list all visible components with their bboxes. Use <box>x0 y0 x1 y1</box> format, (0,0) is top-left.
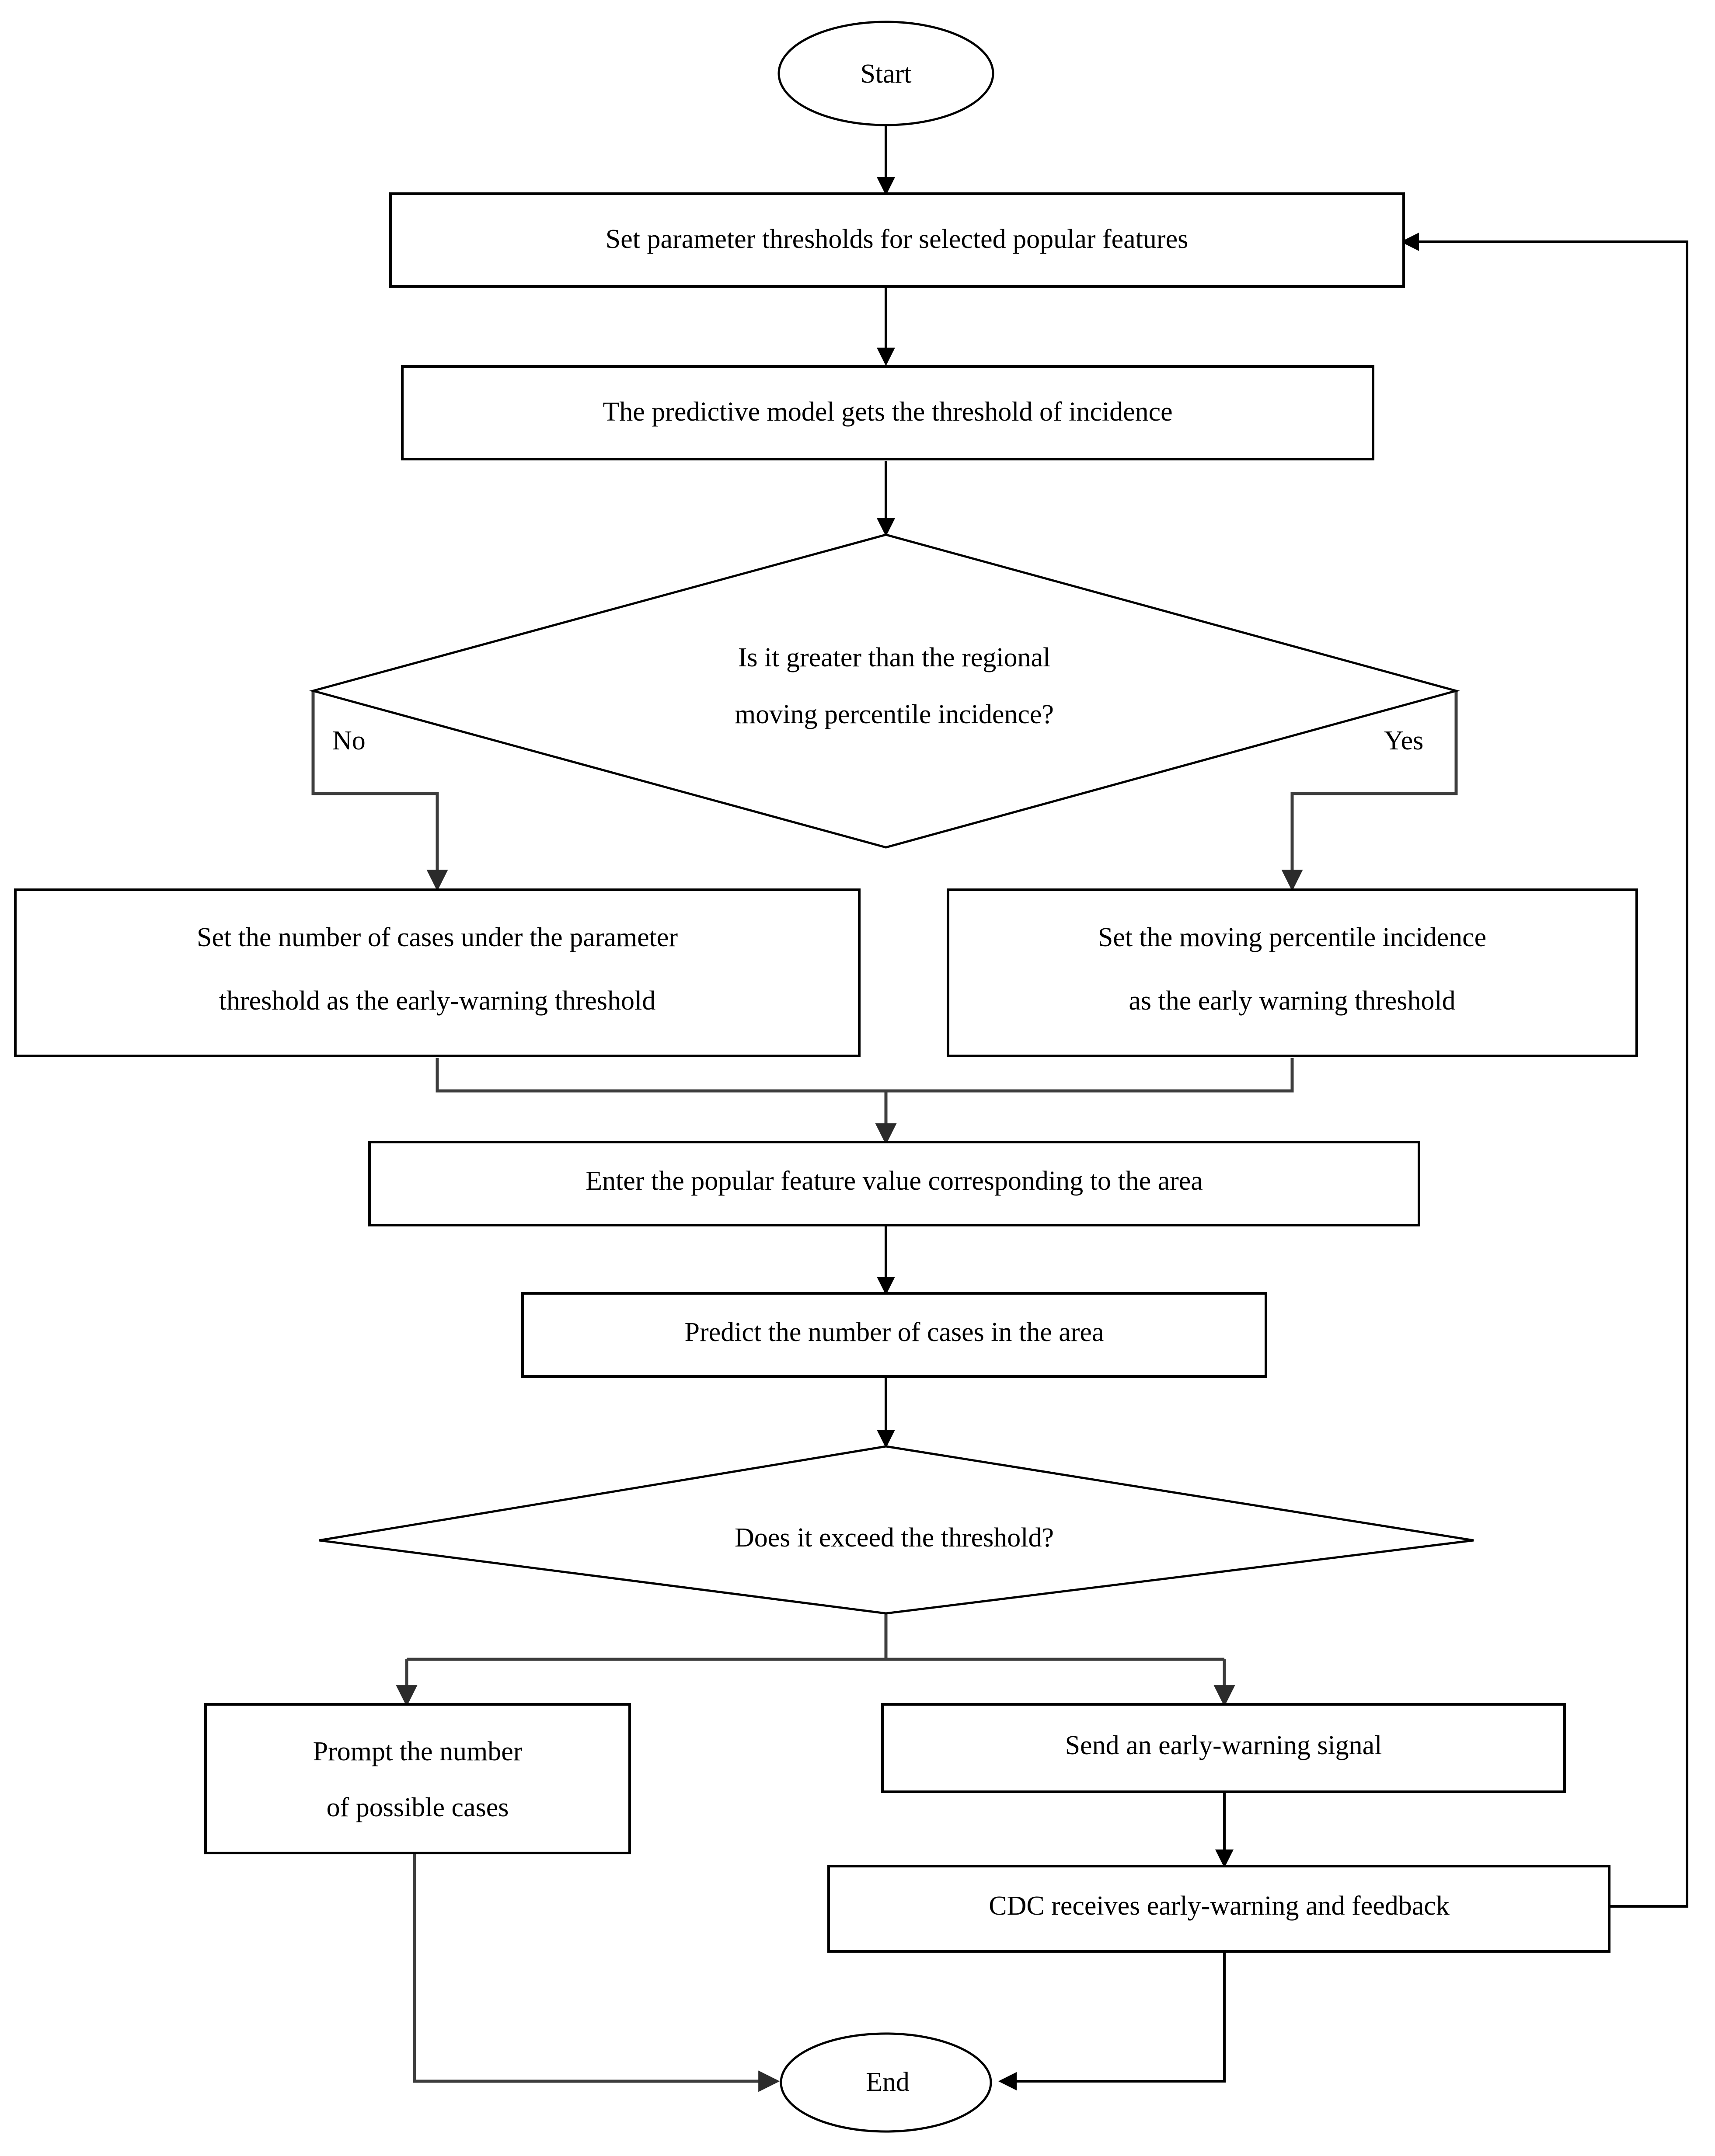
node-prompt-possible-cases[interactable]: Prompt the number of possible cases <box>204 1703 631 1854</box>
node-prompt-possible-cases-line1: Prompt the number <box>313 1737 523 1766</box>
edge-set-moving-percentile-to-merge <box>886 1058 1294 1093</box>
node-send-signal-label: Send an early-warning signal <box>1065 1731 1382 1760</box>
node-predictive-model-label: The predictive model gets the threshold … <box>603 397 1172 427</box>
edge-set-cases-under-to-merge <box>436 1058 886 1093</box>
node-cdc-feedback-label: CDC receives early-warning and feedback <box>989 1891 1450 1921</box>
edge-cdc-feedback-to-end <box>998 1950 1226 2090</box>
node-set-cases-under-line1: Set the number of cases under the parame… <box>197 923 678 952</box>
branch-label-yes: Yes <box>1384 726 1423 756</box>
node-set-moving-percentile-line2: as the early warning threshold <box>1129 986 1455 1016</box>
node-prompt-possible-cases-line2: of possible cases <box>327 1793 509 1822</box>
edge-decision-greater-yes <box>1281 691 1458 892</box>
node-predictive-model[interactable]: The predictive model gets the threshold … <box>401 365 1374 460</box>
node-start-label: Start <box>860 59 911 89</box>
edge-decision-exceed-split-bar <box>407 1613 1224 1661</box>
node-cdc-feedback[interactable]: CDC receives early-warning and feedback <box>827 1865 1610 1953</box>
node-predict-cases-label: Predict the number of cases in the area <box>685 1317 1104 1347</box>
node-send-signal[interactable]: Send an early-warning signal <box>881 1703 1566 1793</box>
node-set-thresholds-label: Set parameter thresholds for selected po… <box>606 224 1188 254</box>
node-set-cases-under[interactable]: Set the number of cases under the parame… <box>14 888 861 1057</box>
edge-prompt-to-end <box>413 1854 780 2092</box>
node-enter-feature-value[interactable]: Enter the popular feature value correspo… <box>368 1141 1420 1226</box>
edge-decision-greater-no <box>311 691 448 892</box>
node-start[interactable]: Start <box>777 21 994 126</box>
node-set-cases-under-line2: threshold as the early-warning threshold <box>219 986 656 1016</box>
node-set-moving-percentile[interactable]: Set the moving percentile incidence as t… <box>947 888 1638 1057</box>
node-set-moving-percentile-line1: Set the moving percentile incidence <box>1098 923 1486 952</box>
node-enter-feature-value-label: Enter the popular feature value correspo… <box>586 1166 1203 1196</box>
node-end-label: End <box>866 2067 910 2097</box>
node-set-thresholds[interactable]: Set parameter thresholds for selected po… <box>389 192 1405 288</box>
node-decision-greater[interactable]: Is it greater than the regional moving p… <box>309 533 1461 849</box>
branch-label-no: No <box>332 726 366 756</box>
node-decision-exceed[interactable]: Does it exceed the threshold? <box>319 1445 1474 1615</box>
node-decision-exceed-label: Does it exceed the threshold? <box>735 1523 1054 1553</box>
node-predict-cases[interactable]: Predict the number of cases in the area <box>521 1292 1267 1378</box>
node-decision-greater-line2: moving percentile incidence? <box>735 700 1054 729</box>
node-end[interactable]: End <box>780 2032 992 2133</box>
edge-cdc-feedback-loop-to-set-thresholds <box>1401 233 1688 1908</box>
node-decision-greater-line1: Is it greater than the regional <box>738 643 1050 672</box>
